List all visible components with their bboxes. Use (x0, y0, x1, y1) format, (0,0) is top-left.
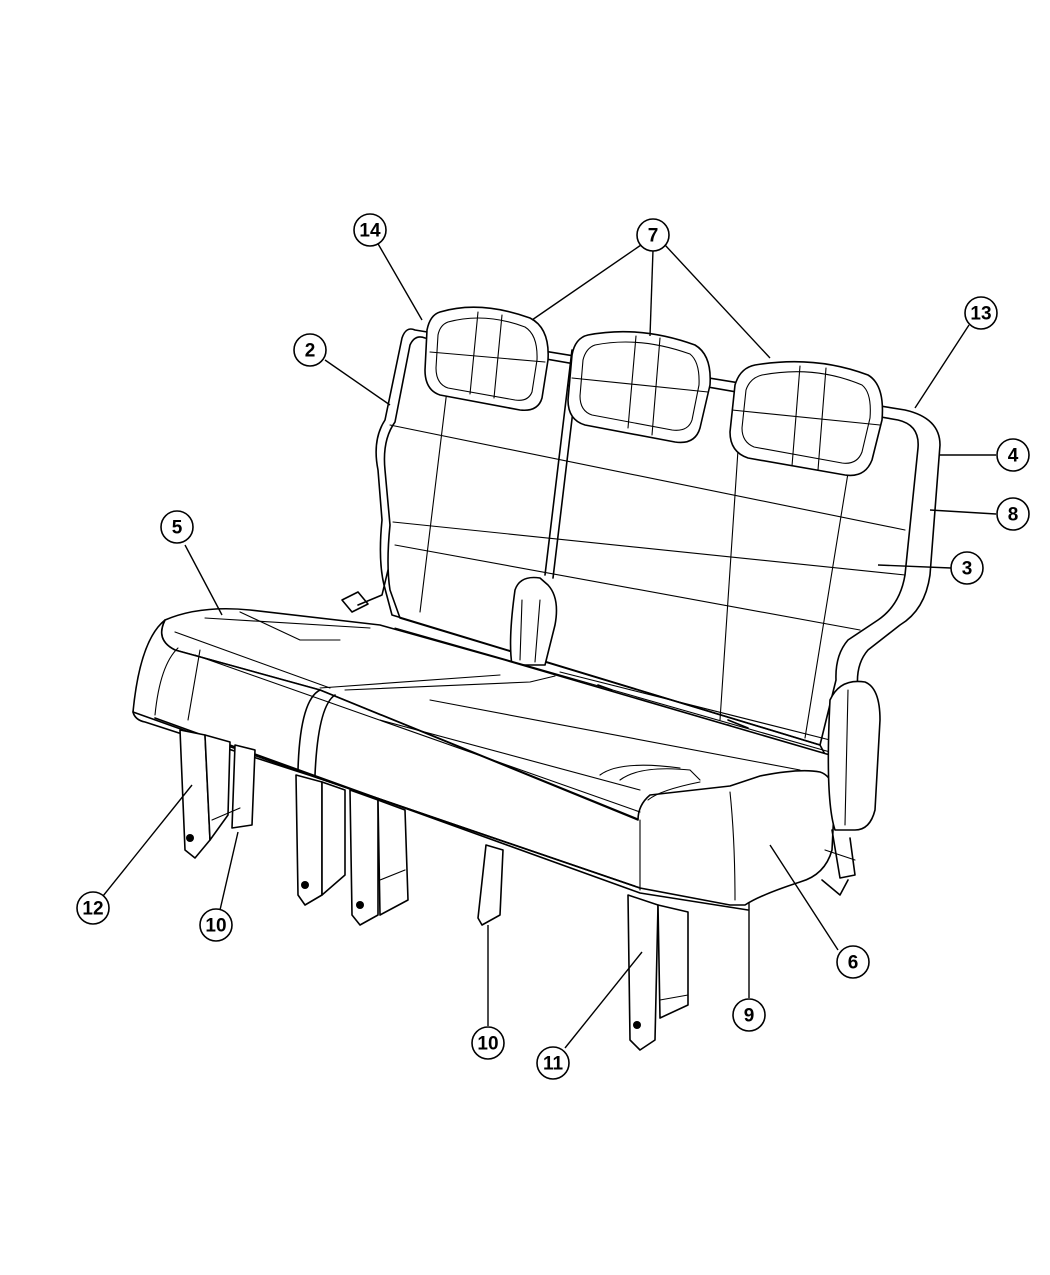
callout-4: 4 (996, 438, 1030, 472)
callout-8-label: 8 (1008, 505, 1019, 526)
riser-center-rear-strap (477, 844, 504, 926)
callout-10-left: 10 (199, 908, 233, 942)
callout-3-label: 3 (962, 559, 973, 580)
callout-14: 14 (353, 213, 387, 247)
callout-9: 9 (732, 998, 766, 1032)
headrest-right (729, 360, 884, 477)
callout-6: 6 (836, 945, 870, 979)
seat-cushion (132, 608, 838, 911)
callout-6-label: 6 (848, 953, 859, 974)
callout-10-center-label: 10 (477, 1034, 498, 1055)
callout-5: 5 (160, 510, 194, 544)
riser-left-rear (179, 729, 256, 859)
callout-2-label: 2 (305, 341, 316, 362)
callout-7-label: 7 (648, 226, 659, 247)
callout-5-label: 5 (172, 518, 183, 539)
callout-7: 7 (636, 218, 670, 252)
callout-11: 11 (536, 1046, 570, 1080)
side-trim-right (821, 680, 881, 896)
leader-lines (102, 241, 997, 1049)
callout-3: 3 (950, 551, 984, 585)
callout-2: 2 (293, 333, 327, 367)
callout-10-left-label: 10 (205, 916, 226, 937)
headrest-center (567, 330, 712, 444)
callout-12: 12 (76, 891, 110, 925)
callout-9-label: 9 (744, 1006, 755, 1027)
callout-11-label: 11 (543, 1054, 564, 1075)
riser-center-mid (349, 789, 409, 926)
callout-4-label: 4 (1008, 446, 1019, 467)
riser-center-front (295, 774, 346, 906)
callout-13: 13 (964, 296, 998, 330)
callout-8: 8 (996, 497, 1030, 531)
callout-10-center: 10 (471, 1026, 505, 1060)
headrest-left (424, 306, 549, 412)
callout-14-label: 14 (359, 221, 381, 242)
callout-13-label: 13 (970, 304, 991, 325)
callout-12-label: 12 (82, 899, 103, 920)
riser-right-front (627, 894, 689, 1051)
